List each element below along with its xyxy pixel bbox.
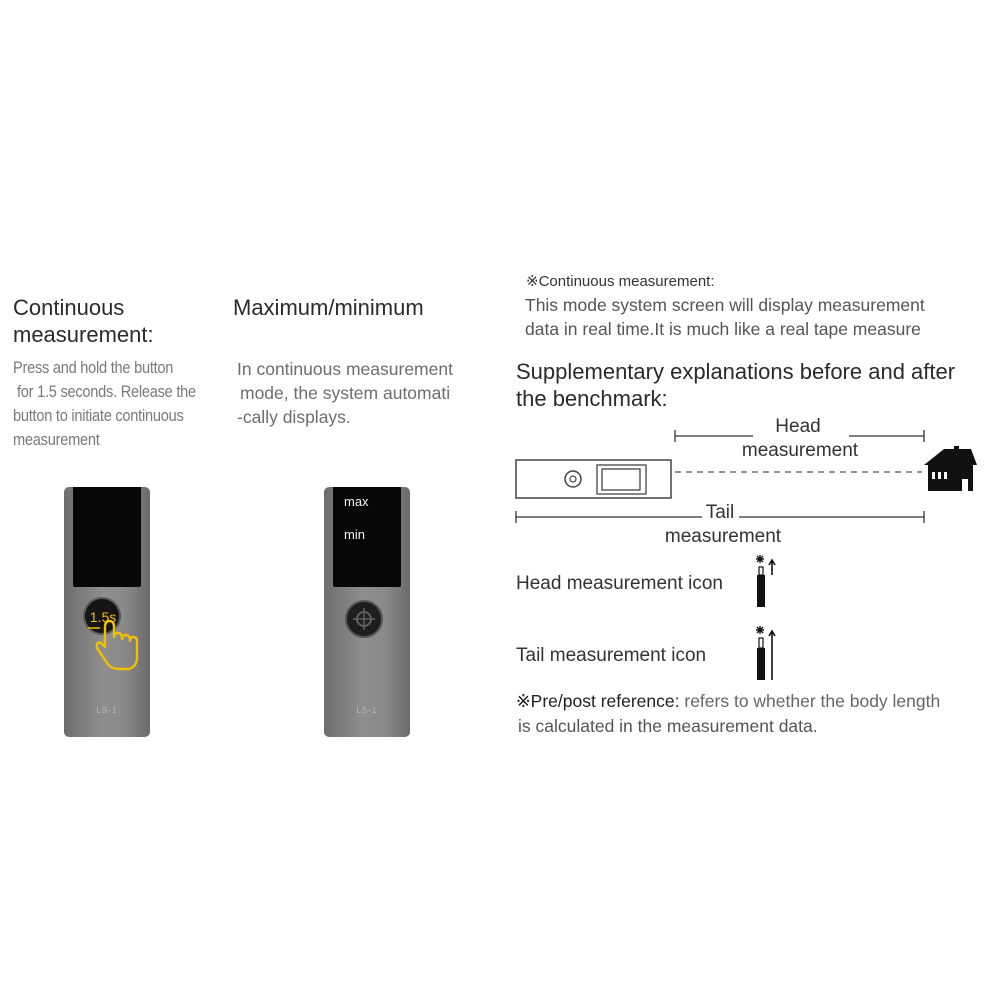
max-label: max xyxy=(344,494,369,509)
max-min-desc-line1: In continuous measurement xyxy=(237,359,453,379)
continuous-title-line2: measurement: xyxy=(13,322,154,347)
tail-measurement-icon xyxy=(756,626,776,680)
press-button-icon: 1.5s xyxy=(83,597,139,671)
continuous-desc-line2: for 1.5 seconds. Release the xyxy=(17,382,196,401)
min-label: min xyxy=(344,527,365,542)
supplementary-line1: Supplementary explanations before and af… xyxy=(516,359,956,384)
head-icon-label: Head measurement icon xyxy=(516,573,723,594)
max-min-desc-line3: -cally displays. xyxy=(237,407,351,427)
continuous-title-line1: Continuous xyxy=(13,295,125,320)
hand-pointer-icon xyxy=(95,619,139,671)
head-measurement-icon xyxy=(756,555,776,607)
max-min-title: Maximum/minimum xyxy=(233,295,424,320)
note-line1: This mode system screen will display mea… xyxy=(525,295,925,315)
tail-measurement-label-line2: measurement xyxy=(664,526,782,547)
house-icon xyxy=(924,446,977,491)
tail-icon-label: Tail measurement icon xyxy=(516,645,707,666)
note-line2: data in real time.It is much like a real… xyxy=(525,319,921,339)
model-label: LS-1 xyxy=(96,706,118,715)
rangefinder-device-middle: max min LS-1 xyxy=(324,487,410,737)
device-screen-max-min: max min xyxy=(333,487,401,587)
tail-measurement-label-line1: Tail xyxy=(705,502,735,523)
supplementary-line2: the benchmark: xyxy=(516,386,668,411)
head-measurement-label-line2: measurement xyxy=(741,440,859,461)
device-screen xyxy=(73,487,141,587)
footer-rest: refers to whether the body length xyxy=(679,691,941,711)
continuous-desc-line4: measurement xyxy=(13,430,100,449)
footer-line2: is calculated in the measurement data. xyxy=(518,716,818,736)
benchmark-diagram xyxy=(515,430,977,523)
continuous-desc-line3: button to initiate continuous xyxy=(13,406,184,425)
rangefinder-device-left: 1.5s LS-1 xyxy=(64,487,150,737)
continuous-desc-line1: Press and hold the button xyxy=(13,358,174,377)
measure-button-icon xyxy=(345,600,383,638)
max-min-desc-line2: mode, the system automati xyxy=(240,383,451,403)
footer-prefix: ※Pre/post reference: xyxy=(516,691,680,711)
head-measurement-label-line1: Head xyxy=(775,416,821,437)
footer-line1: ※Pre/post reference: refers to whether t… xyxy=(516,689,940,713)
model-label-middle: LS-1 xyxy=(356,706,378,715)
note-title: ※Continuous measurement: xyxy=(526,273,715,290)
